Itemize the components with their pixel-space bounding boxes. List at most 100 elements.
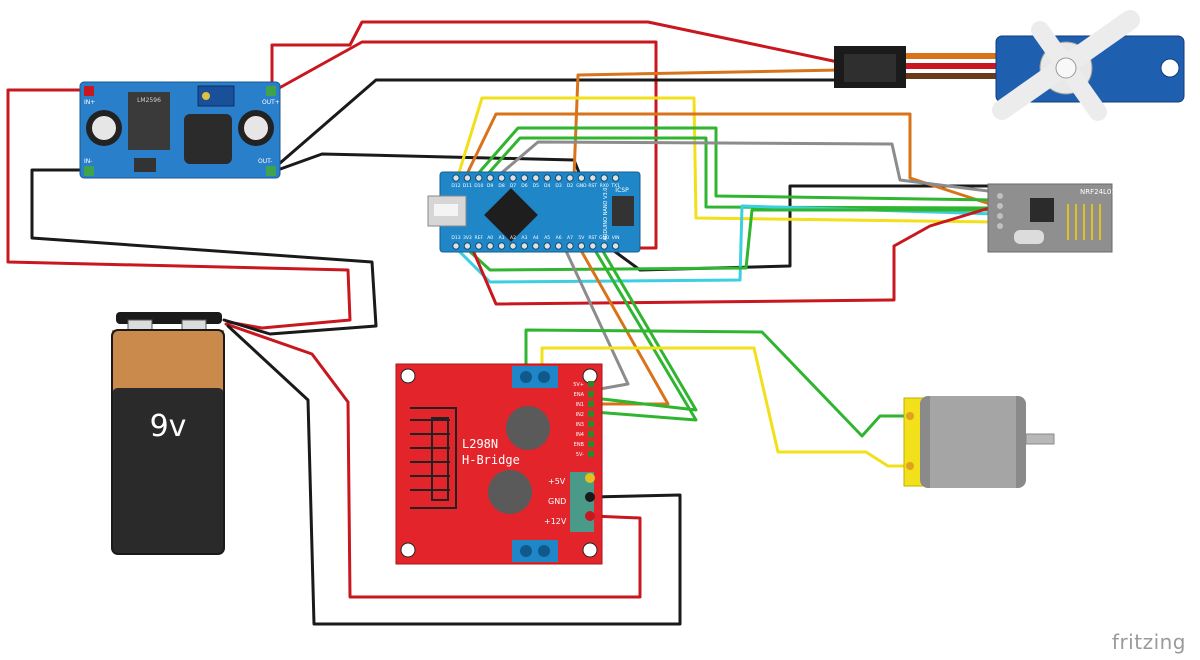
arduino-bottom-pin-label: A4 <box>533 235 539 241</box>
arduino-bottom-pin-label: A3 <box>521 235 527 241</box>
arduino-top-pin-label: D4 <box>544 183 550 189</box>
arduino-top-pin <box>554 174 563 182</box>
wire-green-3v3-to-nrf <box>464 208 998 272</box>
nrf24l01-module: NRF24L01 <box>987 183 1116 253</box>
arduino-top-pin <box>463 174 472 182</box>
hbridge-board <box>395 363 603 565</box>
dc-motor <box>903 396 1055 488</box>
hbridge-capacitor-bottom <box>488 470 532 514</box>
buck-chip-label: LM2596 <box>137 97 161 104</box>
arduino-bottom-pin-label: A2 <box>510 235 516 241</box>
hbridge-heatsink <box>410 407 457 509</box>
servo-motor <box>834 10 1185 121</box>
buck-diode <box>134 158 156 172</box>
arduino-bottom-pin <box>486 242 494 250</box>
nrf-label: NRF24L01 <box>1080 188 1116 196</box>
arduino-top-pin <box>532 174 540 182</box>
arduino-top-pin <box>611 174 620 182</box>
hbridge-terminal-motor-b <box>512 540 558 562</box>
arduino-bottom-pin <box>577 242 586 250</box>
wire-buck-out-minus-to-servo <box>270 78 842 172</box>
nrf-crystal <box>1014 230 1044 244</box>
hbridge-side-pin <box>588 431 594 437</box>
arduino-top-pin-label: D11 <box>463 183 472 189</box>
hbridge-side-pin <box>588 451 594 457</box>
arduino-top-pin-label: RST <box>588 183 597 189</box>
wire-green-arduino-to-hbridge <box>550 176 698 422</box>
nrf-antenna <box>1067 204 1101 240</box>
battery-9v: 9v <box>111 312 225 555</box>
arduino-bottom-pin-label: D13 <box>451 235 460 241</box>
hbridge-side-pin-label: IN1 <box>576 402 584 408</box>
wire-red-3v3-to-nrf <box>470 204 998 306</box>
arduino-top-pin-label: D7 <box>510 183 516 189</box>
arduino-top-pin-label: D9 <box>487 183 493 189</box>
arduino-bottom-pin <box>475 242 483 250</box>
buck-chip <box>128 92 170 150</box>
arduino-bottom-pin <box>532 242 540 250</box>
arduino-top-pin <box>497 174 506 182</box>
hbridge-label-gnd: GND <box>548 497 566 506</box>
arduino-top-pin <box>543 174 551 182</box>
arduino-bottom-pin-label: VIN <box>612 235 620 241</box>
hbridge-side-pin <box>588 421 594 427</box>
buck-pin-out-plus <box>266 86 276 96</box>
wire-green-arduino-to-hbridge-2 <box>558 176 698 412</box>
wire-motor-yellow <box>540 346 908 468</box>
buck-label-out-minus: OUT- <box>258 158 272 165</box>
wire-buck-out-plus-to-arduino <box>270 40 658 250</box>
arduino-bottom-pin-label: A1 <box>499 235 505 241</box>
arduino-top-pin <box>589 174 597 182</box>
arduino-top-pin-label: TX1 <box>610 183 620 189</box>
wire-green-arduino-to-nrf <box>474 126 998 202</box>
arduino-top-pin-label: D2 <box>567 183 573 189</box>
wire-battery-minus-to-hbridge <box>226 324 682 626</box>
nrf-chip <box>1030 198 1054 222</box>
hbridge-label-12v: +12V <box>544 517 567 526</box>
arduino-bottom-pin-label: A0 <box>487 235 493 241</box>
arduino-bottom-pin-label: RST <box>588 235 597 241</box>
wire-orange-arduino-to-hbridge <box>538 176 670 406</box>
wire-battery-minus-to-buck-in <box>30 168 378 336</box>
arduino-bottom-pin <box>543 242 551 250</box>
arduino-bottom-pin <box>611 242 620 250</box>
wire-yellow-arduino-to-nrf <box>456 96 998 224</box>
arduino-bottom-pin-label: A5 <box>544 235 550 241</box>
wire-battery-plus-to-buck-in <box>6 88 352 330</box>
arduino-side-text: ARDUINO NANO V3.0 <box>603 188 609 241</box>
battery-label: 9v <box>150 409 187 444</box>
arduino-bottom-pin <box>520 242 529 250</box>
hbridge-title-line2: H-Bridge <box>462 453 520 467</box>
buck-label-in-minus: IN- <box>84 158 92 165</box>
wire-gray-arduino-to-nrf <box>496 140 998 194</box>
arduino-bottom-pin-label: 5V <box>578 235 585 241</box>
buck-converter: LM2596 IN+ IN- OUT+ OUT- <box>79 81 281 179</box>
hbridge-side-pin <box>588 401 594 407</box>
battery-body <box>112 388 224 554</box>
fritzing-watermark: fritzing <box>1111 630 1186 654</box>
arduino-top-pin <box>520 174 529 182</box>
arduino-bottom-pin <box>589 242 597 250</box>
arduino-bottom-pin-label: A7 <box>567 235 573 241</box>
hbridge-side-pin-label: IN4 <box>576 432 584 438</box>
wire-battery-plus-to-hbridge <box>224 322 642 599</box>
arduino-top-pin <box>577 174 586 182</box>
arduino-top-pin-label: D10 <box>474 183 483 189</box>
hbridge-side-pin-label: ENB <box>574 442 585 448</box>
arduino-top-pin <box>475 174 483 182</box>
arduino-bottom-pin <box>566 242 574 250</box>
arduino-bottom-pin <box>554 242 563 250</box>
arduino-top-pin <box>600 174 608 182</box>
hbridge-side-pin <box>588 381 594 387</box>
hbridge-label-5v: +5V <box>548 477 566 486</box>
hbridge-capacitor-top <box>506 406 550 450</box>
arduino-top-pin-label: D8 <box>498 183 504 189</box>
wire-motor-green <box>524 328 908 438</box>
wires <box>6 20 998 626</box>
hbridge-side-pin-label: ENA <box>574 392 585 398</box>
buck-pin-in-minus <box>84 166 94 176</box>
wire-buck-out-plus-to-servo <box>270 20 840 94</box>
